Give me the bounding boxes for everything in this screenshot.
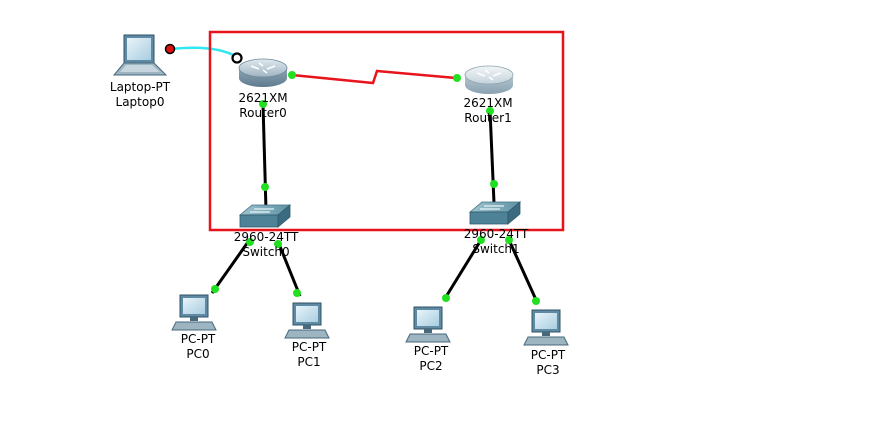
device-model: PC-PT — [530, 348, 566, 362]
ethernet-link-switch1-pc2[interactable] — [442, 239, 483, 301]
console-cable[interactable] — [170, 46, 238, 59]
laptop-icon[interactable] — [112, 34, 168, 76]
link-up-indicator — [490, 180, 498, 188]
pc-icon[interactable] — [523, 309, 569, 346]
link-up-indicator — [442, 294, 450, 302]
device-name: PC0 — [186, 347, 210, 361]
link-up-indicator — [532, 297, 540, 305]
console-port-ring — [231, 52, 243, 64]
device-name: Router0 — [239, 106, 287, 120]
device-name: PC3 — [536, 363, 560, 377]
link-up-indicator — [261, 183, 269, 191]
device-model: 2960-24TT — [233, 230, 299, 244]
serial-link[interactable] — [291, 69, 457, 85]
device-model: Laptop-PT — [109, 80, 171, 94]
laptop0-label[interactable]: Laptop-PT Laptop0 — [110, 80, 170, 110]
device-model: PC-PT — [180, 332, 216, 346]
pc1-label[interactable]: PC-PT PC1 — [292, 340, 327, 370]
switch1-label[interactable]: 2960-24TT Switch1 — [464, 227, 529, 257]
ethernet-link-switch0-pc1[interactable] — [277, 243, 302, 297]
device-model: 2621XM — [463, 96, 513, 110]
link-up-indicator — [288, 71, 296, 79]
switch0-label[interactable]: 2960-24TT Switch0 — [234, 230, 299, 260]
router0-label[interactable]: 2621XM Router0 — [238, 91, 287, 121]
pc-icon[interactable] — [284, 302, 330, 339]
link-up-indicator — [246, 238, 254, 246]
pc-icon[interactable] — [405, 306, 451, 343]
router-icon[interactable] — [464, 65, 514, 94]
pc3-label[interactable]: PC-PT PC3 — [531, 348, 566, 378]
link-up-indicator — [453, 74, 461, 82]
device-name: Switch1 — [472, 242, 520, 256]
ethernet-link-switch0-pc0[interactable] — [210, 241, 250, 294]
device-name: PC2 — [419, 359, 443, 373]
link-up-indicator — [486, 107, 494, 115]
link-up-indicator — [274, 240, 282, 248]
device-name: Router1 — [464, 111, 512, 125]
router1-label[interactable]: 2621XM Router1 — [463, 96, 512, 126]
device-model: 2960-24TT — [463, 227, 529, 241]
link-up-indicator — [211, 285, 219, 293]
switch-icon[interactable] — [468, 201, 522, 225]
device-name: Laptop0 — [115, 95, 165, 109]
ethernet-link-router0-switch0[interactable] — [261, 103, 268, 211]
link-up-indicator — [293, 289, 301, 297]
selection-rectangle[interactable] — [208, 30, 565, 232]
pc0-label[interactable]: PC-PT PC0 — [181, 332, 216, 362]
pc-icon[interactable] — [171, 294, 217, 331]
device-model: PC-PT — [413, 344, 449, 358]
link-up-indicator — [505, 236, 513, 244]
ethernet-link-switch1-pc3[interactable] — [507, 239, 539, 303]
link-up-indicator — [477, 236, 485, 244]
device-model: 2621XM — [238, 91, 288, 105]
device-name: PC1 — [297, 355, 321, 369]
link-up-indicator — [259, 100, 267, 108]
router-icon[interactable] — [238, 58, 288, 87]
console-port-indicator — [164, 43, 176, 55]
pc2-label[interactable]: PC-PT PC2 — [414, 344, 449, 374]
device-model: PC-PT — [291, 340, 327, 354]
switch-icon[interactable] — [238, 204, 292, 228]
device-name: Switch0 — [242, 245, 290, 259]
